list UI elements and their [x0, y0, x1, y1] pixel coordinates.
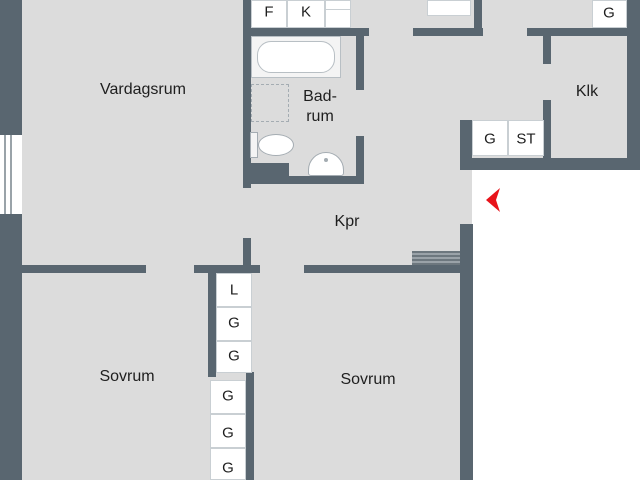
wall-bedrooms-divider-upper — [208, 265, 216, 377]
bathroom-wall-west — [243, 0, 251, 188]
closet-hall-g-label: G — [484, 130, 496, 148]
exterior-wall-bedroom-east — [460, 224, 473, 480]
closet-corridor-g1 — [216, 307, 252, 341]
top-niche — [427, 0, 471, 16]
closet-bedroom-g2-label: G — [222, 424, 234, 442]
exterior-wall-west-upper — [0, 0, 22, 133]
closet-bath-f-label: F — [264, 3, 274, 21]
closet-hall-st-label: ST — [516, 130, 536, 148]
bathroom-wall-top — [243, 28, 369, 36]
kitchen-wall-stub-lower — [543, 100, 551, 164]
wall-bedrooms-divider-lower — [246, 372, 254, 480]
closet-bedroom-g1-label: G — [222, 387, 234, 405]
entrance-arrow-icon — [486, 188, 500, 212]
bathroom-wall-east-lower — [356, 136, 364, 183]
closet-bedroom-g1 — [210, 380, 246, 414]
room-label-vardagsrum: Vardagsrum — [100, 81, 186, 98]
exterior-wall-entrance-upper — [460, 120, 472, 170]
wall-top-middle-stub — [474, 0, 482, 36]
toilet-icon — [250, 132, 294, 158]
room-label-sovrum-left: Sovrum — [99, 368, 155, 385]
closet-kitchen-g — [592, 0, 627, 28]
bathroom-wall-east-upper — [356, 28, 364, 90]
kitchen-wall-top — [527, 28, 630, 36]
closet-kitchen-g-label: G — [603, 4, 615, 22]
closet-corridor-g2-label: G — [228, 347, 240, 365]
room-label-sovrum-right: Sovrum — [340, 371, 396, 388]
closet-hall-g — [472, 120, 508, 156]
closet-hall-st — [508, 120, 544, 156]
bathroom-wall-bottom — [243, 176, 364, 184]
room-label-badrum-line2: rum — [306, 108, 334, 125]
closet-corridor-g2 — [216, 341, 252, 373]
room-label-kpr: Kpr — [334, 213, 360, 230]
closet-bedroom-g3-label: G — [222, 459, 234, 477]
exterior-wall-east — [627, 0, 640, 170]
room-label-klk: Klk — [575, 83, 599, 100]
wall-hall-bedroom-right — [304, 265, 462, 273]
shower-area-icon — [251, 84, 289, 122]
wall-living-bedroom-left — [22, 265, 146, 273]
closet-bedroom-g2 — [210, 414, 246, 448]
room-label-badrum-line1: Bad- — [303, 88, 337, 105]
window-icon — [0, 133, 22, 216]
wall-corridor-stub — [243, 238, 251, 272]
exterior-wall-west-lower — [0, 216, 22, 480]
wall-living-bedroom-mid — [194, 265, 260, 273]
closet-bath-k — [287, 0, 325, 28]
closet-corridor-l — [216, 273, 252, 307]
wall-top-middle — [413, 28, 483, 36]
radiator-icon — [412, 251, 460, 265]
closet-bath-shelf — [325, 0, 351, 28]
exterior-wall-kitchen-bottom — [460, 158, 640, 170]
kitchen-wall-stub-upper — [543, 28, 551, 64]
closet-corridor-g1-label: G — [228, 314, 240, 332]
bathtub-icon — [251, 36, 341, 78]
closet-bath-k-label: K — [300, 3, 312, 21]
closet-corridor-l-label: L — [229, 281, 239, 299]
bathroom-wall-corner-block — [251, 163, 289, 178]
closet-bath-f — [251, 0, 287, 28]
